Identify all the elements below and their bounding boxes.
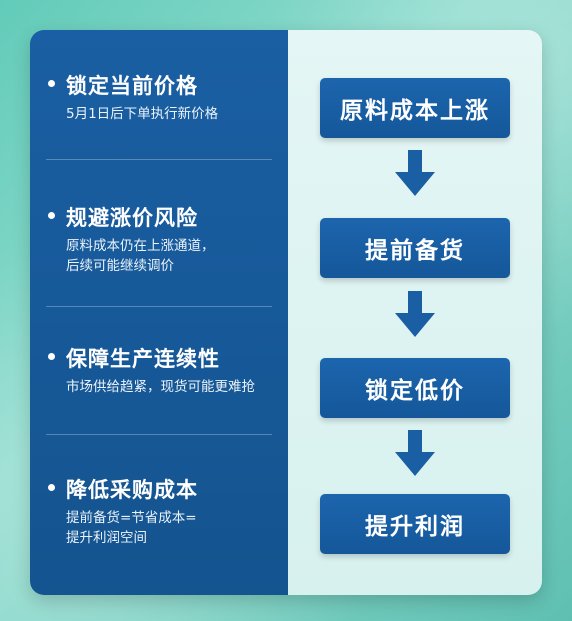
down-arrow-icon — [395, 291, 435, 337]
benefit-title: 锁定当前价格 — [66, 74, 198, 98]
flow-step-lock-low-price: 锁定低价 — [320, 358, 510, 418]
flow-step-stock-up: 提前备货 — [320, 218, 510, 278]
benefit-description: 市场供给趋紧，现货可能更难抢 — [66, 377, 255, 397]
divider — [46, 434, 272, 435]
benefit-description-line: 5月1日后下单执行新价格 — [66, 106, 219, 122]
divider — [46, 159, 272, 160]
down-arrow-icon — [395, 430, 435, 476]
flow-step-raise-profit: 提升利润 — [320, 494, 510, 554]
benefit-description-line: 市场供给趋紧，现货可能更难抢 — [66, 379, 255, 395]
benefit-description-line: 原料成本仍在上涨通道， — [66, 238, 215, 254]
bullet-dot-icon — [48, 80, 55, 87]
bullet-dot-icon — [48, 353, 55, 360]
benefits-panel: 锁定当前价格 5月1日后下单执行新价格 规避涨价风险 原料成本仍在上涨通道， 后… — [30, 30, 288, 595]
flow-step-cost-rise: 原料成本上涨 — [320, 78, 510, 138]
benefit-description: 提前备货=节省成本= 提升利润空间 — [66, 508, 197, 548]
benefit-description: 原料成本仍在上涨通道， 后续可能继续调价 — [66, 236, 215, 276]
benefit-description-line: 提前备货=节省成本= — [66, 510, 197, 526]
divider — [46, 306, 272, 307]
benefit-description: 5月1日后下单执行新价格 — [66, 104, 218, 124]
bullet-dot-icon — [48, 212, 55, 219]
benefit-title: 保障生产连续性 — [66, 347, 220, 371]
benefit-title: 降低采购成本 — [66, 478, 198, 502]
benefit-description-line: 后续可能继续调价 — [66, 258, 174, 274]
flow-panel: 原料成本上涨 提前备货 锁定低价 提升利润 — [288, 30, 542, 595]
infographic-card: 锁定当前价格 5月1日后下单执行新价格 规避涨价风险 原料成本仍在上涨通道， 后… — [30, 30, 542, 595]
benefit-title: 规避涨价风险 — [66, 206, 198, 230]
down-arrow-icon — [395, 150, 435, 196]
benefit-description-line: 提升利润空间 — [66, 530, 147, 546]
bullet-dot-icon — [48, 484, 55, 491]
